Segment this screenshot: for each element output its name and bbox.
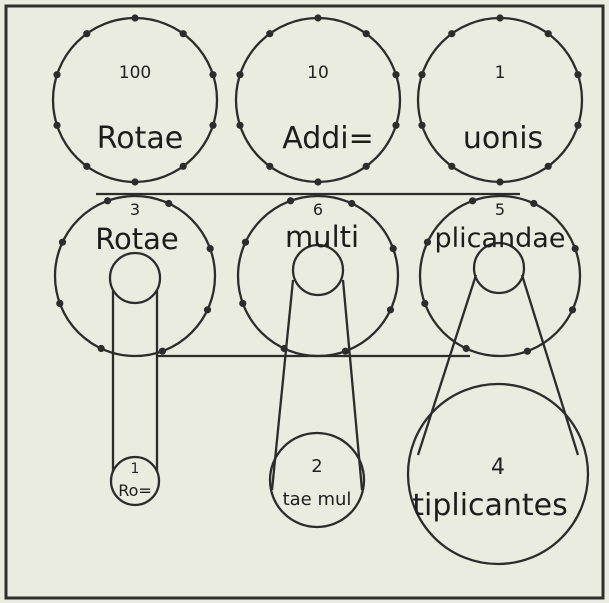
peg-dot xyxy=(448,30,456,38)
peg-dot xyxy=(158,347,166,355)
peg-dots xyxy=(53,14,582,355)
peg-dot xyxy=(544,162,552,170)
wheel-number: 1 xyxy=(495,63,506,83)
peg-dot xyxy=(209,71,217,79)
peg-dot xyxy=(314,14,322,22)
wheel-label: Rotae xyxy=(97,121,183,156)
peg-dot xyxy=(266,162,274,170)
peg-dot xyxy=(241,238,250,246)
belt-right xyxy=(416,274,580,456)
peg-dot xyxy=(236,121,244,129)
wheel-label: Ro= xyxy=(118,481,152,500)
bottom-wheel-large: 4 tiplicantes xyxy=(406,382,590,566)
middle-wheel-center: 6 multi xyxy=(236,194,400,358)
bottom-wheel-small: 1 Ro= xyxy=(109,455,161,507)
wheel-number: 3 xyxy=(130,200,140,219)
bottom-wheel-medium: 2 tae mul xyxy=(268,431,366,529)
peg-dot xyxy=(56,299,64,307)
hub xyxy=(291,243,345,297)
hub xyxy=(108,251,162,305)
peg-dot xyxy=(418,71,426,79)
belt-center xyxy=(270,279,364,491)
peg-dot xyxy=(496,14,504,22)
wheel-number: 100 xyxy=(119,63,151,83)
peg-dot xyxy=(571,245,579,253)
wheel-label: Addi= xyxy=(282,121,374,156)
wheel-number: 5 xyxy=(495,200,505,219)
middle-wheel-right: 5 plicandae xyxy=(418,194,582,358)
peg-dot xyxy=(469,197,477,205)
peg-dot xyxy=(568,306,577,314)
peg-dot xyxy=(421,299,429,307)
belt-left xyxy=(111,290,159,472)
peg-dot xyxy=(209,121,217,129)
wheel-number: 6 xyxy=(313,200,323,219)
peg-dot xyxy=(287,197,295,205)
wheel-label: tae mul xyxy=(283,489,352,510)
wheel-label: uonis xyxy=(463,121,543,156)
top-wheel-tens: 10 Addi= xyxy=(234,16,402,184)
wheel-number: 1 xyxy=(131,461,140,477)
peg-dot xyxy=(131,14,139,22)
peg-dot xyxy=(523,347,532,355)
peg-dot xyxy=(530,199,538,208)
peg-dot xyxy=(179,30,187,38)
peg-dot xyxy=(104,197,112,205)
peg-dot xyxy=(418,121,426,129)
peg-dot xyxy=(83,30,91,38)
peg-dot xyxy=(179,162,187,170)
wheel-label: multi xyxy=(285,220,359,254)
peg-dot xyxy=(362,162,370,170)
peg-dot xyxy=(280,344,288,353)
peg-dot xyxy=(83,162,91,170)
peg-dot xyxy=(206,245,214,253)
wheel-label: plicandae xyxy=(435,223,566,254)
peg-dot xyxy=(97,344,105,353)
peg-dot xyxy=(544,30,552,38)
peg-dot xyxy=(348,199,356,208)
peg-dot xyxy=(392,71,400,79)
peg-dot xyxy=(496,178,504,186)
wheel-number: 2 xyxy=(311,456,322,477)
top-wheel-units: 1 uonis xyxy=(416,16,584,184)
diagram-frame xyxy=(4,4,605,600)
wheel-number: 4 xyxy=(491,455,505,480)
peg-dot xyxy=(448,162,456,170)
wheel-number: 10 xyxy=(307,63,329,83)
peg-dot xyxy=(341,347,349,355)
peg-dot xyxy=(165,199,173,208)
peg-dot xyxy=(58,238,67,246)
peg-dot xyxy=(362,30,370,38)
peg-dot xyxy=(389,245,397,253)
hub xyxy=(472,241,526,295)
peg-dot xyxy=(239,299,247,307)
peg-dot xyxy=(386,306,395,314)
peg-dot xyxy=(462,344,470,353)
top-wheel-hundreds: 100 Rotae xyxy=(51,16,219,184)
peg-dot xyxy=(203,306,212,314)
peg-dot xyxy=(574,121,582,129)
middle-wheel-left: 3 Rotae xyxy=(53,194,217,358)
peg-dot xyxy=(314,178,322,186)
peg-dot xyxy=(392,121,400,129)
peg-dot xyxy=(423,238,432,246)
peg-dot xyxy=(266,30,274,38)
peg-dot xyxy=(236,71,244,79)
peg-dot xyxy=(53,71,61,79)
wheel-label: tiplicantes xyxy=(412,488,568,523)
wheel-label: Rotae xyxy=(95,222,179,256)
peg-dot xyxy=(131,178,139,186)
peg-dot xyxy=(53,121,61,129)
peg-dot xyxy=(574,71,582,79)
